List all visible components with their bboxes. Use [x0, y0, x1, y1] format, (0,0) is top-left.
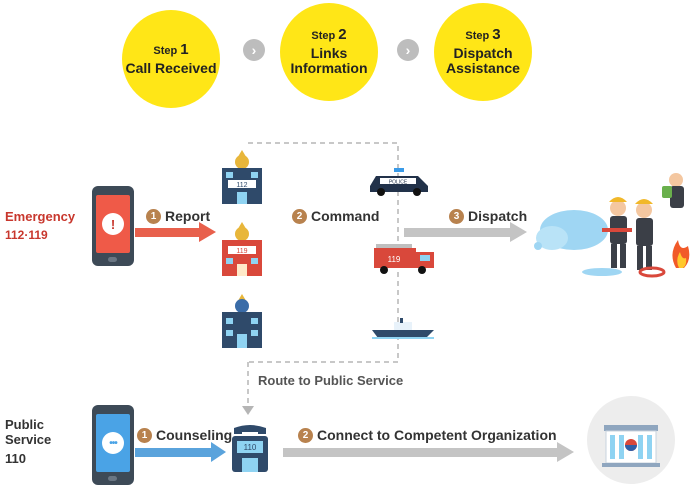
dispatch-arrow-head	[510, 222, 527, 242]
step-1-number: Step 1	[153, 41, 189, 59]
step-3-number: Step 3	[465, 26, 501, 44]
connect-arrow-head	[557, 442, 574, 462]
coast-guard-station-icon	[222, 294, 262, 348]
emergency-title: Emergency 112·119	[5, 209, 76, 242]
fire-station-icon: 119	[222, 222, 262, 276]
step-arrow-icon-1: ›	[243, 39, 265, 61]
public-service-title: Public Service 110	[5, 417, 52, 466]
call-center-phone-icon: 110	[232, 425, 268, 472]
step-1-title: Call Received	[125, 59, 217, 76]
report-arrow	[135, 228, 201, 237]
alert-icon: !	[102, 213, 124, 235]
command-dashed-box	[248, 142, 399, 363]
police-station-icon: 112	[222, 150, 262, 204]
fire-truck-sign: 119	[388, 255, 401, 264]
police-car-sign: POLICE	[389, 180, 408, 186]
step-2-number: Step 2	[311, 26, 347, 44]
step-2-circle: Step 2 Links Information	[280, 3, 378, 101]
call-center-sign: 110	[244, 443, 257, 452]
step-3-title: Dispatch Assistance	[446, 44, 520, 77]
emergency-phone-icon: !	[92, 186, 134, 266]
police-station-sign: 112	[236, 182, 247, 189]
counseling-arrow-head	[211, 442, 226, 462]
fire-station-sign: 119	[236, 248, 247, 255]
step-3-circle: Step 3 Dispatch Assistance	[434, 3, 532, 101]
government-building-icon	[587, 396, 675, 484]
step-2-title: Links Information	[290, 44, 368, 77]
chat-dots-icon: •••	[102, 432, 124, 454]
report-arrow-head	[199, 222, 216, 242]
dispatch-arrow	[404, 228, 512, 237]
police-car-icon: POLICE	[370, 168, 428, 196]
public-service-phone-icon: •••	[92, 405, 134, 485]
route-to-public-service-label: Route to Public Service	[258, 373, 404, 388]
step-arrow-icon-2: ›	[397, 39, 419, 61]
firefighters-illustration	[534, 173, 690, 278]
route-arrow-head	[242, 406, 254, 415]
fire-truck-icon: 119	[374, 244, 434, 274]
patrol-boat-icon	[372, 318, 434, 339]
step-1-circle: Step 1 Call Received	[122, 10, 220, 108]
counseling-arrow	[135, 448, 213, 457]
connect-arrow	[283, 448, 559, 457]
